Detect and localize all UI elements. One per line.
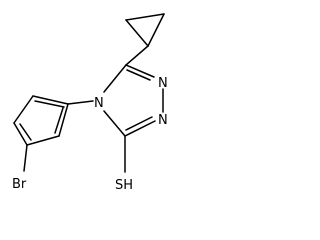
bond [13, 95, 34, 124]
bond [34, 100, 65, 108]
bond [125, 13, 165, 21]
atom-label-sh: SH [115, 178, 133, 193]
bond [103, 110, 126, 137]
structure-drawing: N N N Br SH [12, 13, 168, 193]
atom-label-br: Br [12, 177, 27, 192]
bond [147, 13, 165, 47]
molecule-structure: N N N Br SH [12, 13, 168, 193]
bond [125, 45, 149, 66]
bond [125, 19, 149, 47]
bond [32, 95, 69, 105]
bond [124, 120, 156, 137]
bond [13, 122, 28, 146]
bond [54, 107, 64, 134]
bond [58, 103, 69, 137]
bond [26, 135, 60, 146]
atom-label-n1: N [158, 76, 168, 91]
bond [19, 123, 32, 141]
triazole-ring [103, 64, 164, 137]
bond [23, 144, 28, 172]
cyclopropyl-group [125, 13, 165, 66]
bond [103, 64, 127, 93]
phenyl-ring [13, 95, 69, 146]
bond [126, 69, 151, 81]
atom-label-n2: N [158, 113, 168, 128]
bond [125, 64, 155, 78]
bond [67, 100, 94, 105]
atom-label-n4: N [94, 96, 104, 111]
bond [125, 116, 153, 131]
